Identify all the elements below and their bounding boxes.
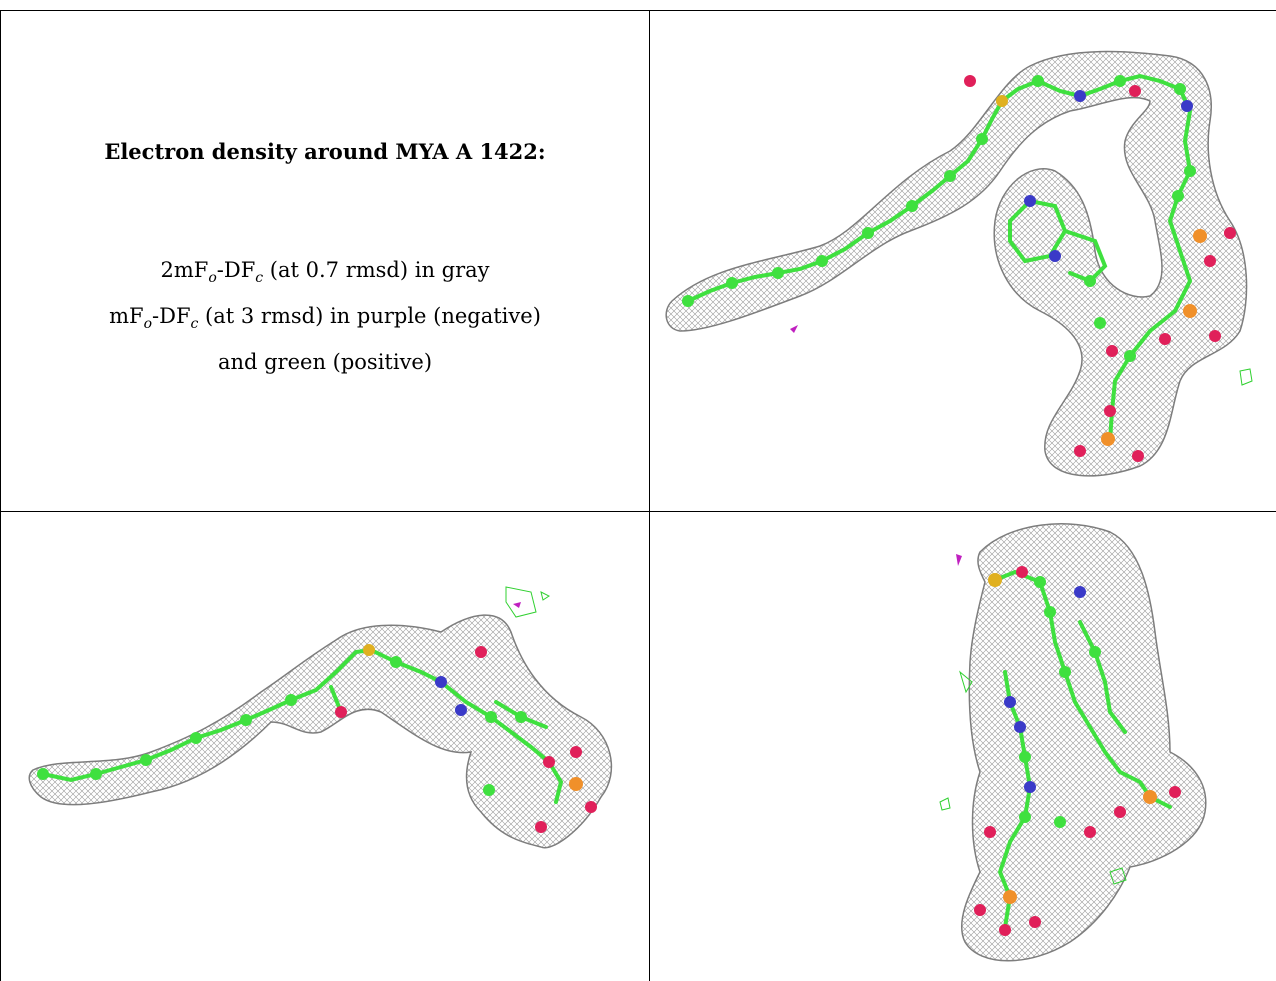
ligand-bonds [686,73,1193,443]
center-rule [649,10,650,981]
left-rule [0,10,1,981]
legend-line-2mfo: 2mFo-DFc (at 0.7 rmsd) in gray [160,258,490,287]
difference-density-blobs [505,586,550,618]
density-view-2 [1,512,649,981]
legend-line-colors: and green (positive) [217,350,433,375]
density-view-3-image [939,523,1207,962]
ligand-atoms [37,644,597,833]
legend-text: 2mFo-DFc (at 0.7 rmsd) in gray mFo-DFc (… [1,251,649,381]
density-mesh [665,50,1248,477]
density-view-1-image [665,50,1253,477]
caption-cell: Electron density around MYA A 1422: 2mFo… [1,11,649,511]
ligand-atoms [682,75,1236,462]
panel-title: Electron density around MYA A 1422: [104,139,546,164]
top-rule [0,10,1276,11]
density-mesh [28,614,613,849]
middle-rule [0,511,1276,512]
difference-density-blobs [939,554,1127,885]
difference-density-blobs [790,325,1253,386]
density-view-3 [650,512,1276,981]
ligand-atoms [974,566,1181,936]
density-view-1 [650,11,1276,511]
density-view-2-image [28,586,613,849]
legend-line-mfo: mFo-DFc (at 3 rmsd) in purple (negative) [109,304,541,333]
